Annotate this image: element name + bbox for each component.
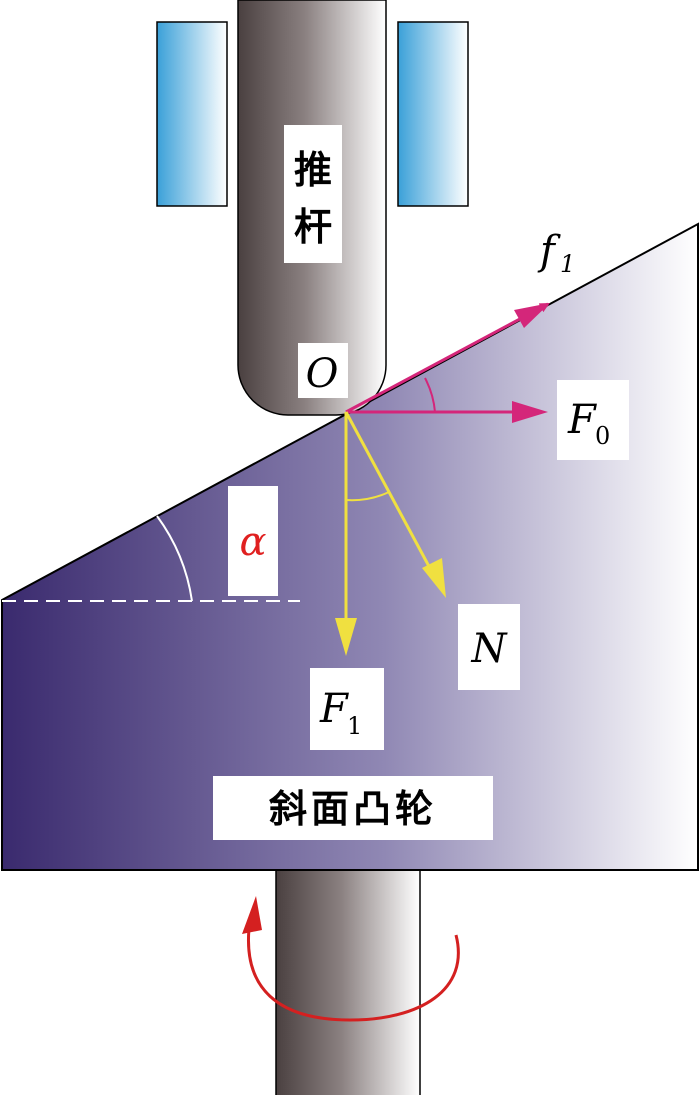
- cam-label-box: [213, 776, 493, 840]
- push-rod-label-2: 杆: [294, 205, 332, 249]
- push-force-arrow-head: [512, 401, 548, 423]
- curved-rotation-arrow-icon: [242, 896, 262, 934]
- normal-force-arrow-head: [422, 558, 446, 598]
- angle-label: α: [239, 519, 266, 565]
- angle-label-box: [228, 486, 278, 596]
- push-force-label-base: F: [567, 397, 597, 443]
- axial-force-label-box: [310, 668, 384, 750]
- cam-label: 斜面凸轮: [269, 787, 437, 831]
- left-guide-block: [156, 21, 228, 207]
- cam-shaft: [275, 867, 421, 1095]
- friction-arrow-head: [514, 303, 550, 328]
- push-rod-label-1: 推: [294, 148, 332, 192]
- axial-force-label-base: F: [319, 686, 349, 732]
- right-guide-block: [397, 21, 469, 207]
- contact-point-label-box: [298, 343, 348, 398]
- friction-force-label-base: f: [537, 228, 561, 274]
- normal-force-label-box: [458, 604, 520, 690]
- friction-force-label-sub: 1: [560, 250, 575, 278]
- normal-angle-arc: [345, 491, 390, 502]
- rotation-arrow: [247, 919, 460, 1022]
- contact-point-label: O: [306, 351, 339, 397]
- push-force-label-box: [557, 380, 629, 460]
- normal-force-arrow: [344, 411, 434, 573]
- axial-force-arrow-head: [335, 618, 357, 656]
- push-rod-label-box: [284, 125, 342, 263]
- friction-force-arrow: [345, 302, 550, 414]
- push-force-label-sub: 0: [595, 422, 610, 450]
- alpha-angle-arc: [156, 515, 193, 602]
- normal-force-label: N: [471, 626, 509, 672]
- axial-force-label-sub: 1: [347, 712, 362, 740]
